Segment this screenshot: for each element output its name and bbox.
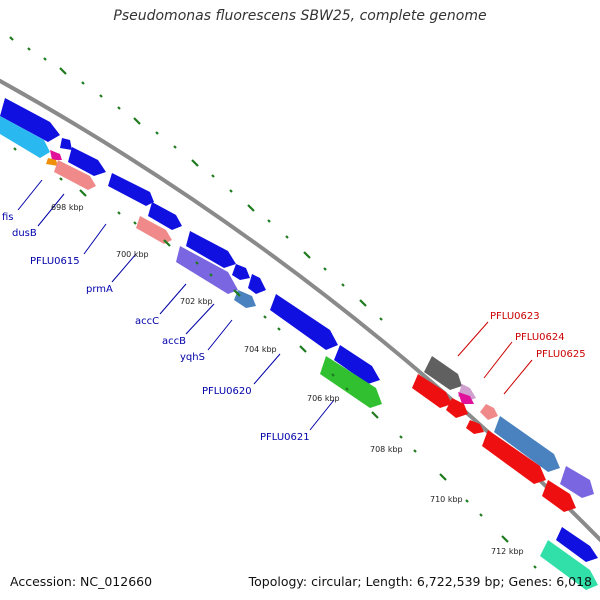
inner-tick-track (13, 147, 537, 569)
gene-arrow (458, 392, 474, 404)
gene-label: prmA (86, 284, 113, 295)
reverse-leader-lines (457, 321, 533, 395)
forward-strand-genes (0, 98, 598, 562)
gene-label: PFLU0625 (536, 349, 586, 360)
gene-label: PFLU0621 (260, 432, 310, 443)
gene-arrow (424, 356, 462, 390)
gene-arrow (232, 264, 250, 280)
gene-arrow (46, 158, 58, 166)
accession-text: Accession: NC_012660 (10, 574, 153, 589)
gene-arrow (494, 416, 560, 472)
gene-arrow (540, 540, 598, 590)
gene-arrow (320, 356, 382, 408)
reverse-gene-labels: PFLU0623 PFLU0624 PFLU0625 (490, 311, 586, 360)
gene-arrow (0, 98, 60, 142)
gene-arrow (68, 147, 106, 176)
gene-arrow (270, 294, 338, 350)
gene-label: accC (135, 316, 159, 327)
gene-arrow (248, 274, 266, 294)
scale-label: 710 kbp (430, 495, 463, 504)
outer-tick-track (9, 36, 383, 321)
scale-label: 712 kbp (491, 547, 524, 556)
scale-label: 706 kbp (307, 394, 340, 403)
gene-label: fis (2, 212, 14, 223)
gene-arrow (50, 150, 62, 160)
reverse-strand-genes (412, 356, 594, 512)
gene-arrow (60, 138, 72, 150)
gene-label: dusB (12, 228, 37, 239)
gene-arrow (480, 404, 498, 420)
gene-label: yqhS (180, 352, 205, 363)
gene-arrow (482, 430, 546, 484)
forward-gene-labels: fis dusB PFLU0615 prmA accC accB yqhS PF… (2, 212, 310, 443)
gene-label: accB (162, 336, 186, 347)
scale-label: 708 kbp (370, 445, 403, 454)
gene-arrow (148, 202, 182, 230)
inner-gene-track (0, 116, 598, 590)
gene-label: PFLU0624 (515, 332, 565, 343)
gene-label: PFLU0615 (30, 256, 80, 267)
gene-arrow (412, 374, 452, 408)
gene-arrow (54, 160, 96, 190)
gene-label: PFLU0623 (490, 311, 540, 322)
scale-label: 702 kbp (180, 297, 213, 306)
gene-arrow (136, 216, 172, 244)
scale-label: 704 kbp (244, 345, 277, 354)
gene-label: PFLU0620 (202, 386, 252, 397)
scale-label: 700 kbp (116, 250, 149, 259)
gene-arrow (542, 480, 576, 512)
gene-arrow (560, 466, 594, 498)
gene-arrow (176, 246, 238, 294)
scale-label: 698 kbp (51, 203, 84, 212)
scale-labels: 698 kbp 700 kbp 702 kbp 704 kbp 706 kbp … (51, 203, 524, 556)
gene-arrow (108, 173, 154, 206)
map-title: Pseudomonas fluorescens SBW25, complete … (113, 8, 487, 24)
forward-leader-lines (17, 179, 335, 431)
gene-arrow (0, 116, 50, 158)
gene-arrow (446, 398, 468, 418)
gene-arrow (334, 345, 380, 384)
topology-text: Topology: circular; Length: 6,722,539 bp… (248, 574, 592, 589)
gene-arrow (186, 231, 236, 268)
gene-arrow (556, 527, 598, 562)
gene-arrow (466, 420, 484, 434)
